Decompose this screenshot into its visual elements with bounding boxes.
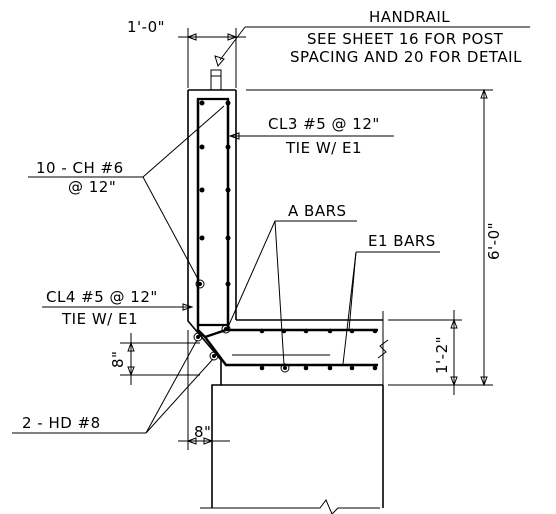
haunch-width-dimension-text: 8" [194, 423, 211, 441]
cl3-note: CL3 #5 @ 12" TIE W/ E1 [228, 115, 394, 157]
slab-bars [204, 328, 378, 367]
cl3-line1-text: CL3 #5 @ 12" [268, 115, 380, 133]
hoop-bar-in-wall [196, 97, 230, 338]
haunch-height-dimension-text: 8" [109, 351, 127, 368]
handrail-note: HANDRAIL SEE SHEET 16 FOR POST SPACING A… [214, 8, 530, 68]
ch-line1-text: 10 - CH #6 [36, 159, 124, 177]
break-lines [200, 311, 389, 514]
haunch-height-dimension: 8" [109, 333, 200, 385]
e1-bars-note: E1 BARS [342, 232, 440, 365]
a-bars-text: A BARS [288, 202, 347, 220]
cl4-note: CL4 #5 @ 12" TIE W/ E1 [42, 288, 194, 328]
haunch-width-dimension: 8" [178, 330, 230, 450]
handrail-title-text: HANDRAIL [369, 8, 450, 26]
height-dimension-text: 6'-0" [485, 222, 503, 260]
cl4-line1-text: CL4 #5 @ 12" [46, 288, 158, 306]
parapet-wall-outline [187, 89, 384, 508]
handrail-post-icon [210, 69, 222, 91]
handrail-line2-text: SPACING AND 20 FOR DETAIL [290, 48, 522, 66]
hd-bars-text: 2 - HD #8 [22, 414, 101, 432]
cl3-line2-text: TIE W/ E1 [285, 139, 362, 157]
height-dimension: 6'-0" [246, 88, 503, 387]
a-bars-note: A BARS [227, 202, 357, 366]
slab-depth-dimension: 1'-2" [388, 310, 462, 395]
top-width-dimension: 1'-0" [127, 18, 246, 88]
ch-bars-note: 10 - CH #6 @ 12" [28, 105, 225, 282]
top-width-dimension-text: 1'-0" [127, 18, 165, 36]
cl4-line2-text: TIE W/ E1 [61, 310, 138, 328]
ch-line2-text: @ 12" [68, 178, 116, 196]
e1-bars-text: E1 BARS [368, 232, 436, 250]
rebar-dots [193, 100, 378, 373]
handrail-line1-text: SEE SHEET 16 FOR POST [307, 30, 504, 48]
slab-depth-dimension-text: 1'-2" [433, 336, 451, 374]
